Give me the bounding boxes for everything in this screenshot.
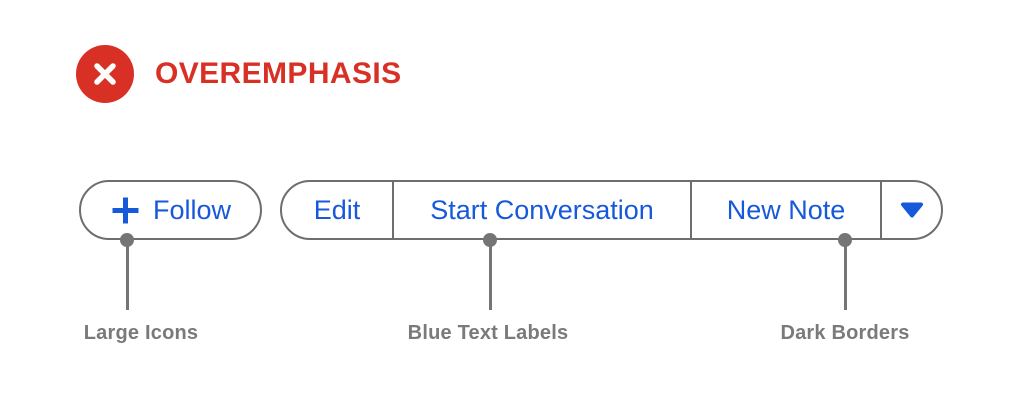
start-conversation-button[interactable]: Start Conversation	[392, 182, 690, 238]
status-header: OVEREMPHASIS	[76, 45, 402, 103]
callout-label-large-icons: Large Icons	[83, 322, 199, 344]
new-note-button[interactable]: New Note	[690, 182, 880, 238]
x-mark-icon	[94, 63, 116, 85]
edit-button-label: Edit	[313, 194, 361, 225]
dropdown-button[interactable]	[880, 182, 941, 238]
plus-icon	[112, 197, 139, 223]
page-title: OVEREMPHASIS	[155, 57, 402, 90]
callout-line-blue-text-labels	[488, 240, 492, 310]
edit-button[interactable]: Edit	[282, 182, 392, 238]
action-bar: Edit Start Conversation New Note	[280, 180, 943, 240]
error-x-icon	[76, 45, 134, 103]
follow-button-label: Follow	[152, 194, 232, 225]
callout-line-large-icons	[125, 240, 129, 310]
caret-down-icon	[900, 202, 923, 218]
callout-line-dark-borders	[843, 240, 847, 310]
new-note-button-label: New Note	[726, 194, 846, 225]
callout-label-dark-borders: Dark Borders	[780, 322, 910, 344]
callout-label-blue-text-labels: Blue Text Labels	[407, 322, 569, 344]
start-conversation-button-label: Start Conversation	[430, 194, 654, 225]
follow-button[interactable]: Follow	[79, 180, 262, 240]
